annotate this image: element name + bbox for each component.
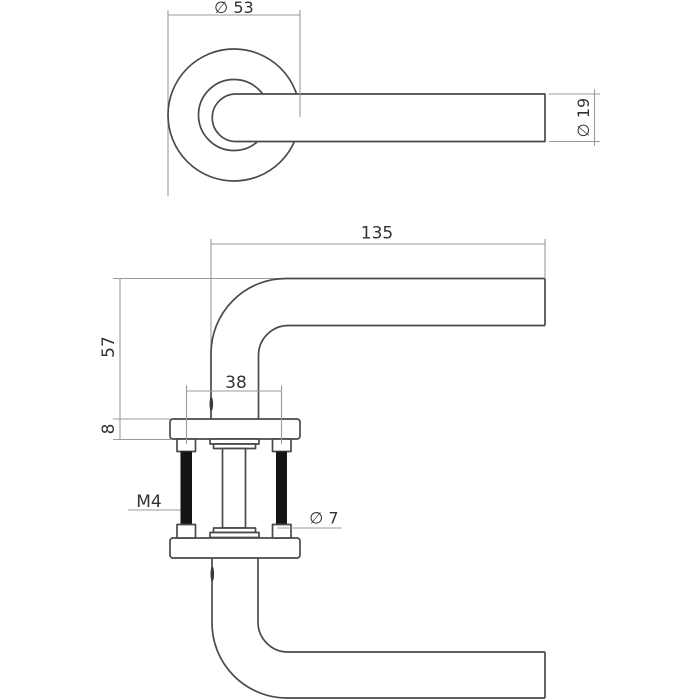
lever-diameter-label: ∅ 19 <box>574 98 593 137</box>
rose-diameter-label: ∅ 53 <box>214 0 253 17</box>
dim-rose-diameter-lines <box>167 10 300 196</box>
dim-lever-diameter-lines <box>549 89 600 146</box>
lower-neck-weld-mark <box>210 566 215 582</box>
upper-neck-weld-mark <box>209 397 214 411</box>
rose-plate-top <box>169 418 301 440</box>
dimension-labels: ∅ 53 ∅ 19 135 57 8 38 M4 ∅ 7 <box>99 0 593 528</box>
spindle-diameter-label: ∅ 7 <box>309 509 338 528</box>
dimension-lines-under <box>113 10 600 511</box>
left-screw-boss <box>176 523 197 539</box>
lower-lever-side-outline <box>211 558 546 699</box>
spindle-bottom-washer <box>209 531 260 539</box>
dim-lever-length-lines <box>210 239 546 419</box>
dim-screw-spacing-lines <box>185 385 283 444</box>
left-screw-threaded-rod <box>180 451 192 525</box>
right-screw-threaded-rod <box>276 451 287 525</box>
upper-lever-side-outline <box>210 277 546 419</box>
dim-height-and-thickness-lines <box>113 277 287 441</box>
lever-top-view-outline <box>211 93 546 143</box>
screw-thread-label: M4 <box>136 492 161 512</box>
height-label: 57 <box>99 336 119 358</box>
right-screw-boss <box>271 523 292 539</box>
screw-spacing-label: 38 <box>225 373 247 393</box>
spindle-shaft <box>221 447 247 529</box>
rose-plate-bottom <box>169 537 301 559</box>
dimension-lines-over <box>185 10 342 529</box>
lever-length-label: 135 <box>361 224 393 244</box>
part-outlines <box>167 48 546 699</box>
rose-thickness-label: 8 <box>99 424 119 435</box>
